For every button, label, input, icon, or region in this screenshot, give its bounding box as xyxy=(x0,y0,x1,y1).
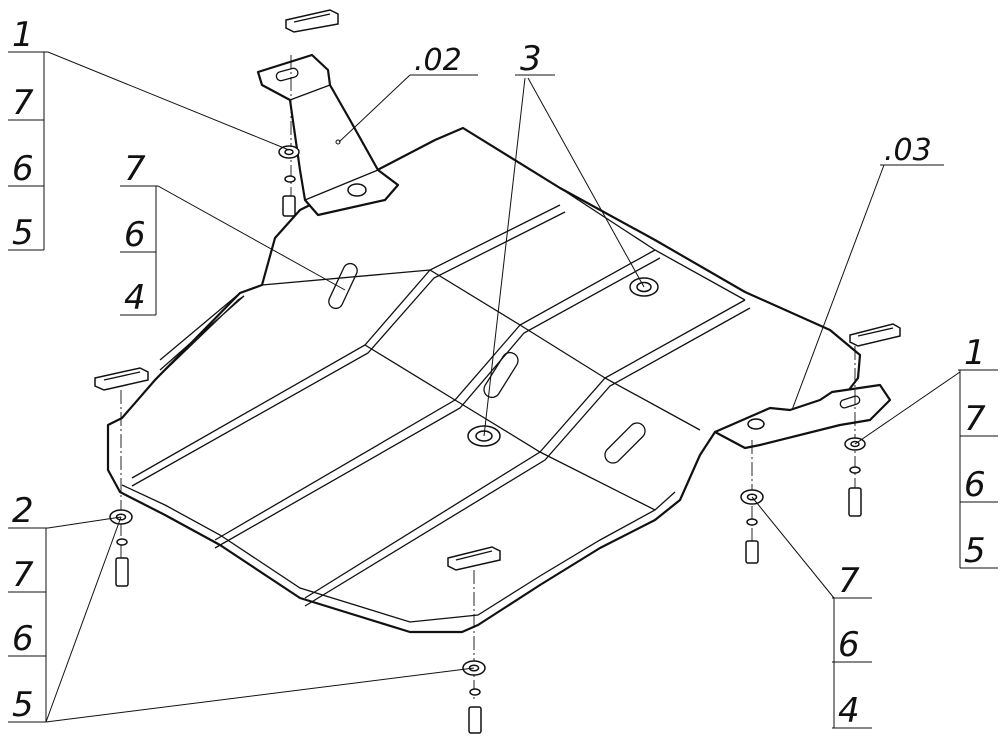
callout-right-top-1: 1 xyxy=(964,333,986,373)
slot-hole-right xyxy=(604,422,646,464)
callout-left-mid-2: 6 xyxy=(124,215,146,255)
callout-part-02: .02 xyxy=(414,43,462,78)
clip-nut-left xyxy=(94,367,149,391)
callout-left-bottom: 2 7 6 5 xyxy=(12,491,34,725)
leader-lines xyxy=(8,51,998,729)
callout-part-3: 3 xyxy=(520,39,542,79)
fastener-stack-left xyxy=(109,390,133,587)
callout-left-top-1: 1 xyxy=(12,15,34,55)
callout-left-bottom-2: 7 xyxy=(12,555,34,595)
callout-left-top-3: 6 xyxy=(12,149,34,189)
callout-right-top-3: 6 xyxy=(964,465,986,505)
fastener-stack-right xyxy=(844,346,866,517)
slot-hole-left xyxy=(328,262,358,310)
clip-nut-top xyxy=(285,9,339,33)
callout-right-top-2: 7 xyxy=(964,399,986,439)
callout-left-top: 1 7 6 5 xyxy=(12,15,34,253)
callout-left-mid-1: 7 xyxy=(124,149,146,189)
callout-left-top-2: 7 xyxy=(12,83,34,123)
callout-left-mid-3: 4 xyxy=(124,278,146,318)
callout-left-mid: 7 6 4 xyxy=(124,149,146,318)
bracket-03 xyxy=(713,383,892,450)
callout-left-bottom-3: 6 xyxy=(12,619,34,659)
fastener-stack-top-left xyxy=(278,55,300,217)
callout-right-top: 1 7 6 5 xyxy=(964,333,986,571)
clip-nut-right xyxy=(849,323,901,347)
callout-left-bottom-1: 2 xyxy=(12,491,34,531)
callout-part-03: .03 xyxy=(884,133,932,168)
callout-right-bottom-2: 6 xyxy=(838,625,860,665)
fastener-stack-right-bracket xyxy=(740,440,764,564)
callout-left-top-4: 5 xyxy=(12,213,34,253)
callout-left-bottom-4: 5 xyxy=(12,685,34,725)
slot-hole-center xyxy=(483,351,519,399)
clip-nut-front xyxy=(447,546,501,571)
callout-right-top-4: 5 xyxy=(964,531,986,571)
bracket-02 xyxy=(256,53,400,217)
callout-right-bottom-1: 7 xyxy=(838,561,860,601)
callout-right-bottom-3: 4 xyxy=(838,691,860,731)
callout-right-bottom: 7 6 4 xyxy=(838,561,860,731)
